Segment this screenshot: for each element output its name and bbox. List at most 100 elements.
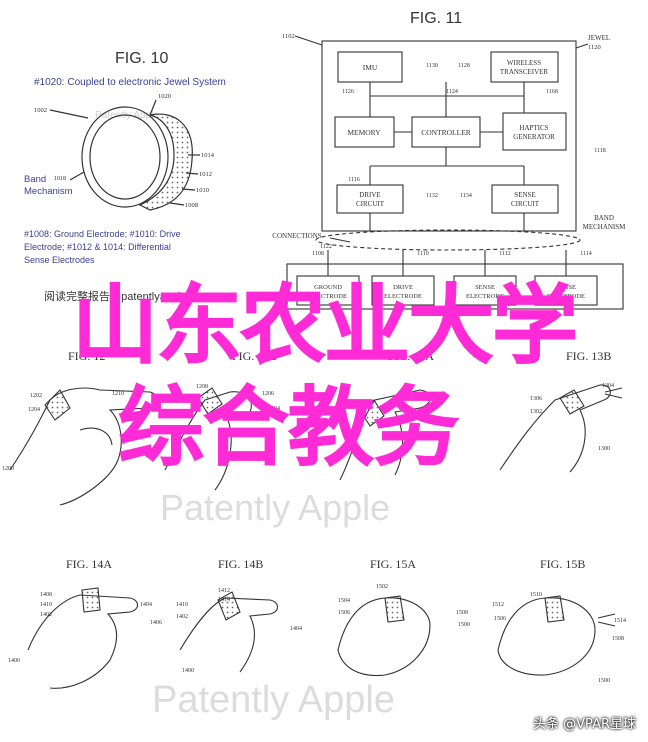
fig10-title: FIG. 10 bbox=[115, 50, 168, 67]
drive-circuit-label-1: DRIVE bbox=[359, 191, 380, 199]
fig12b-title: FIG. 12B bbox=[232, 349, 277, 363]
band-mechanism-label-2: MECHANISM bbox=[583, 223, 627, 231]
ref-1130: 1130 bbox=[426, 63, 438, 69]
report-link-line: 阅读完整报告@patentlyapple.com bbox=[44, 289, 210, 303]
sense-electrode-1-label-1: SENSE bbox=[475, 284, 495, 291]
ref-1512: 1512 bbox=[492, 602, 504, 608]
ref-1402-b: 1402 bbox=[176, 614, 188, 620]
ground-electrode-label-2: ELECTRODE bbox=[309, 293, 347, 300]
band-mechanism-label-1: BAND bbox=[594, 214, 614, 222]
fig14-refs: 1408 1410 1402 1404 1406 1400 1412 1414 … bbox=[8, 584, 626, 684]
wireless-label-1: WIRELESS bbox=[507, 59, 541, 67]
fig12-row-titles: FIG. 12 FIG. 12B FIG. 13A FIG. 13B bbox=[68, 349, 611, 363]
ref-1302: 1302 bbox=[530, 409, 542, 415]
drive-circuit-label-2: CIRCUIT bbox=[356, 200, 385, 208]
ref-1508: 1508 bbox=[456, 610, 468, 616]
imu-label: IMU bbox=[363, 63, 378, 72]
sense-electrode-1-label-2: ELECTRODE bbox=[466, 293, 504, 300]
ref-1118: 1118 bbox=[594, 148, 606, 154]
ref-1206: 1206 bbox=[262, 391, 274, 397]
haptics-label-2: GENERATOR bbox=[513, 133, 555, 141]
fig12-hands bbox=[9, 384, 623, 506]
sense-circuit-label-1: SENSE bbox=[514, 191, 535, 199]
ref-1506: 1506 bbox=[338, 610, 350, 616]
band-label-1: Band bbox=[24, 174, 46, 185]
fig14-watermark: Patently Apple bbox=[152, 679, 395, 721]
ref-1514: 1514 bbox=[614, 618, 626, 624]
fig11-panel: FIG. 11 1102 JEWEL 1120 bbox=[282, 10, 610, 51]
fig14-row-titles: FIG. 14A FIG. 14B FIG. 15A FIG. 15B bbox=[66, 557, 585, 571]
fig12-title: FIG. 12 bbox=[68, 349, 105, 363]
ref-1012: 1012 bbox=[199, 171, 212, 178]
ref-1204-b: 1204 bbox=[268, 406, 280, 412]
ref-1122: 1122 bbox=[320, 244, 332, 250]
ground-electrode-label-1: GROUND bbox=[314, 284, 342, 291]
connections-label: CONNECTIONS bbox=[272, 232, 321, 240]
ref-1502: 1502 bbox=[376, 584, 388, 590]
ref-1128: 1128 bbox=[458, 63, 470, 69]
fig11-block-diagram bbox=[286, 35, 624, 310]
controller-label: CONTROLLER bbox=[421, 128, 471, 137]
sense-electrode-2-label-2: ELECTRODE bbox=[547, 293, 585, 300]
ref-1410-b: 1410 bbox=[176, 602, 188, 608]
ref-1412: 1412 bbox=[218, 588, 230, 594]
fig14a-title: FIG. 14A bbox=[66, 557, 112, 571]
fig13a-title: FIG. 13A bbox=[388, 349, 434, 363]
sense-circuit-label-2: CIRCUIT bbox=[511, 200, 540, 208]
ref-1208: 1208 bbox=[196, 384, 208, 390]
wireless-label-2: TRANSCEIVER bbox=[500, 68, 549, 76]
fig14b-title: FIG. 14B bbox=[218, 557, 263, 571]
ref-1202: 1202 bbox=[30, 393, 42, 399]
ref-1504: 1504 bbox=[338, 598, 350, 604]
ref-1020: 1020 bbox=[158, 93, 171, 100]
fig14-hands bbox=[27, 587, 616, 689]
ref-1414: 1414 bbox=[218, 597, 230, 603]
ref-1510: 1510 bbox=[530, 592, 542, 598]
fig11-title: FIG. 11 bbox=[410, 10, 462, 27]
ref-1120: 1120 bbox=[588, 44, 601, 51]
ref-1014: 1014 bbox=[201, 152, 215, 159]
fig12-refs: 1202 1204 1210 1200 1208 1206 1204 1304 … bbox=[2, 383, 614, 472]
ref-1406: 1406 bbox=[150, 620, 162, 626]
overlay-title-line-1: 山东农业大学 bbox=[72, 276, 579, 376]
sense-electrode-2-label-1: SENSE bbox=[556, 284, 576, 291]
fig10-legend-3: Sense Electrodes bbox=[24, 255, 95, 265]
jewel-label: JEWEL bbox=[588, 34, 610, 42]
ref-1500-b: 1500 bbox=[598, 678, 610, 684]
ref-1404-b: 1404 bbox=[290, 626, 302, 632]
memory-label: MEMORY bbox=[347, 128, 381, 137]
drive-electrode-label-1: DRIVE bbox=[393, 284, 413, 291]
ref-1304: 1304 bbox=[602, 383, 614, 389]
ref-1132: 1132 bbox=[426, 193, 438, 199]
fig10-legend-1: #1008: Ground Electrode; #1010: Drive bbox=[24, 229, 181, 239]
ref-1204: 1204 bbox=[28, 407, 40, 413]
ref-1110: 1110 bbox=[417, 251, 429, 257]
ref-1508-b: 1508 bbox=[612, 636, 624, 642]
ref-1500: 1500 bbox=[458, 622, 470, 628]
ref-1300: 1300 bbox=[598, 446, 610, 452]
overlay-title-line-2: 综合教务 bbox=[118, 378, 460, 478]
ref-1002: 1002 bbox=[34, 107, 47, 114]
ref-1008: 1008 bbox=[185, 202, 198, 209]
fig15b-title: FIG. 15B bbox=[540, 557, 585, 571]
fig13b-title: FIG. 13B bbox=[566, 349, 611, 363]
fig15a-title: FIG. 15A bbox=[370, 557, 416, 571]
ref-1400: 1400 bbox=[8, 658, 20, 664]
ref-1408: 1408 bbox=[40, 592, 52, 598]
ref-1124: 1124 bbox=[446, 89, 458, 95]
haptics-label-1: HAPTICS bbox=[519, 124, 548, 132]
fig10-panel: FIG. 10 #1020: Coupled to electronic Jew… bbox=[24, 50, 226, 265]
fig12-watermark: Patently Apple bbox=[160, 487, 390, 528]
ref-1010: 1010 bbox=[196, 187, 209, 194]
ref-1404: 1404 bbox=[140, 602, 152, 608]
ref-1112: 1112 bbox=[499, 251, 511, 257]
drive-electrode-label-2: ELECTRODE bbox=[384, 293, 422, 300]
source-credit: 头条 @VPAR星球 bbox=[533, 717, 636, 732]
fig11-block-labels: IMU 1130 1128 WIRELESS TRANSCEIVER 1126 … bbox=[272, 59, 626, 300]
ref-1210: 1210 bbox=[112, 391, 124, 397]
ref-1306: 1306 bbox=[530, 396, 542, 402]
ref-1200: 1200 bbox=[2, 466, 14, 472]
ref-1114: 1114 bbox=[580, 251, 592, 257]
